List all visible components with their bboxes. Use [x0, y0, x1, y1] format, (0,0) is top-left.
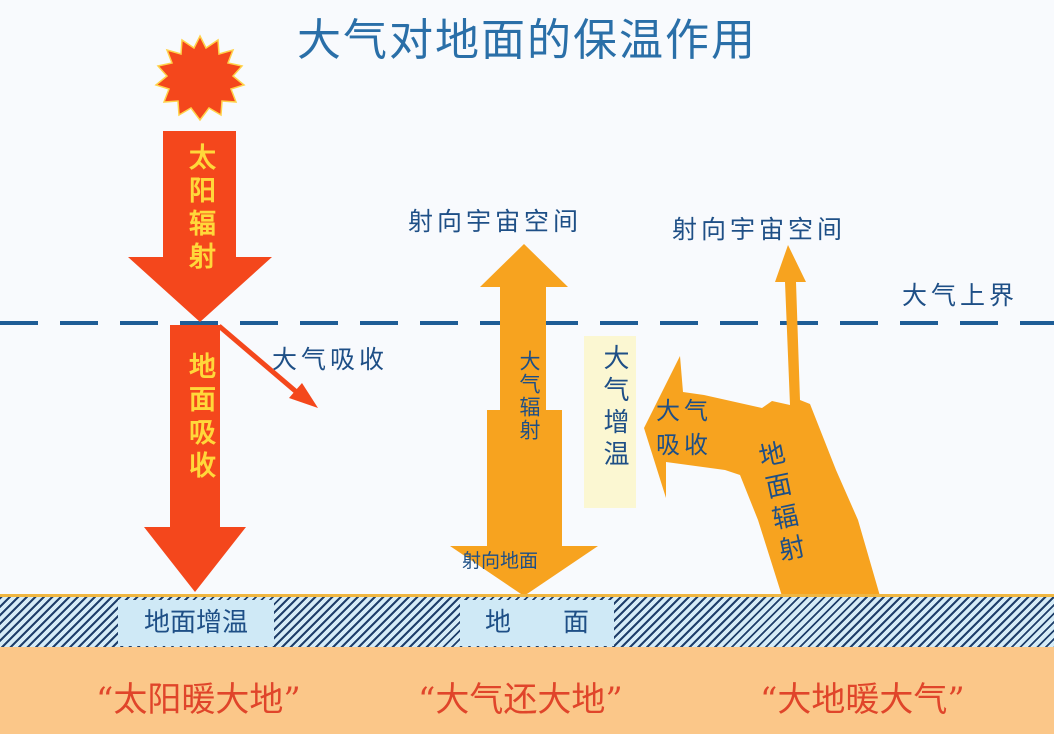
page-title: 大气对地面的保温作用: [297, 15, 757, 66]
atmosphere-warming-note: 大气增温: [584, 336, 636, 508]
solar-radiation-label: 太阳辐射: [184, 143, 215, 275]
sun-icon: [154, 34, 246, 122]
ground-absorb-label: 地面吸收: [184, 352, 215, 484]
slogan-atmos-returns-earth: “大气还大地”: [418, 680, 623, 720]
to-space-label-middle: 射向宇宙空间: [408, 207, 583, 236]
atmosphere-warming-label: 大气增温: [599, 344, 629, 472]
atmosphere-absorb-label: 大气吸收: [272, 345, 389, 374]
slogan-sun-warms-earth: “太阳暖大地”: [96, 680, 301, 720]
solar-radiation-arrow: [128, 131, 272, 322]
ground-absorb-arrow: [144, 325, 246, 592]
atmospheric-radiation-up-arrow: [480, 244, 568, 412]
ground-tag: 地 面: [460, 600, 614, 646]
ground-rad-absorb-label: 大气吸收: [656, 397, 712, 459]
atmosphere-absorb-arrow: [217, 324, 318, 408]
ground-warming-tag: 地面增温: [118, 600, 274, 646]
slogan-earth-warms-atmos: “大地暖大气”: [760, 680, 965, 720]
slogan-band: [0, 647, 1054, 734]
ground-radiation-arrow: [644, 245, 880, 596]
to-ground-label: 射向地面: [462, 550, 539, 572]
atmospheric-radiation-label: 大气辐射: [517, 350, 541, 442]
atmosphere-boundary-label: 大气上界: [902, 281, 1019, 310]
to-space-label-right: 射向宇宙空间: [672, 215, 847, 244]
atmospheric-radiation-down-arrow: [450, 410, 598, 596]
